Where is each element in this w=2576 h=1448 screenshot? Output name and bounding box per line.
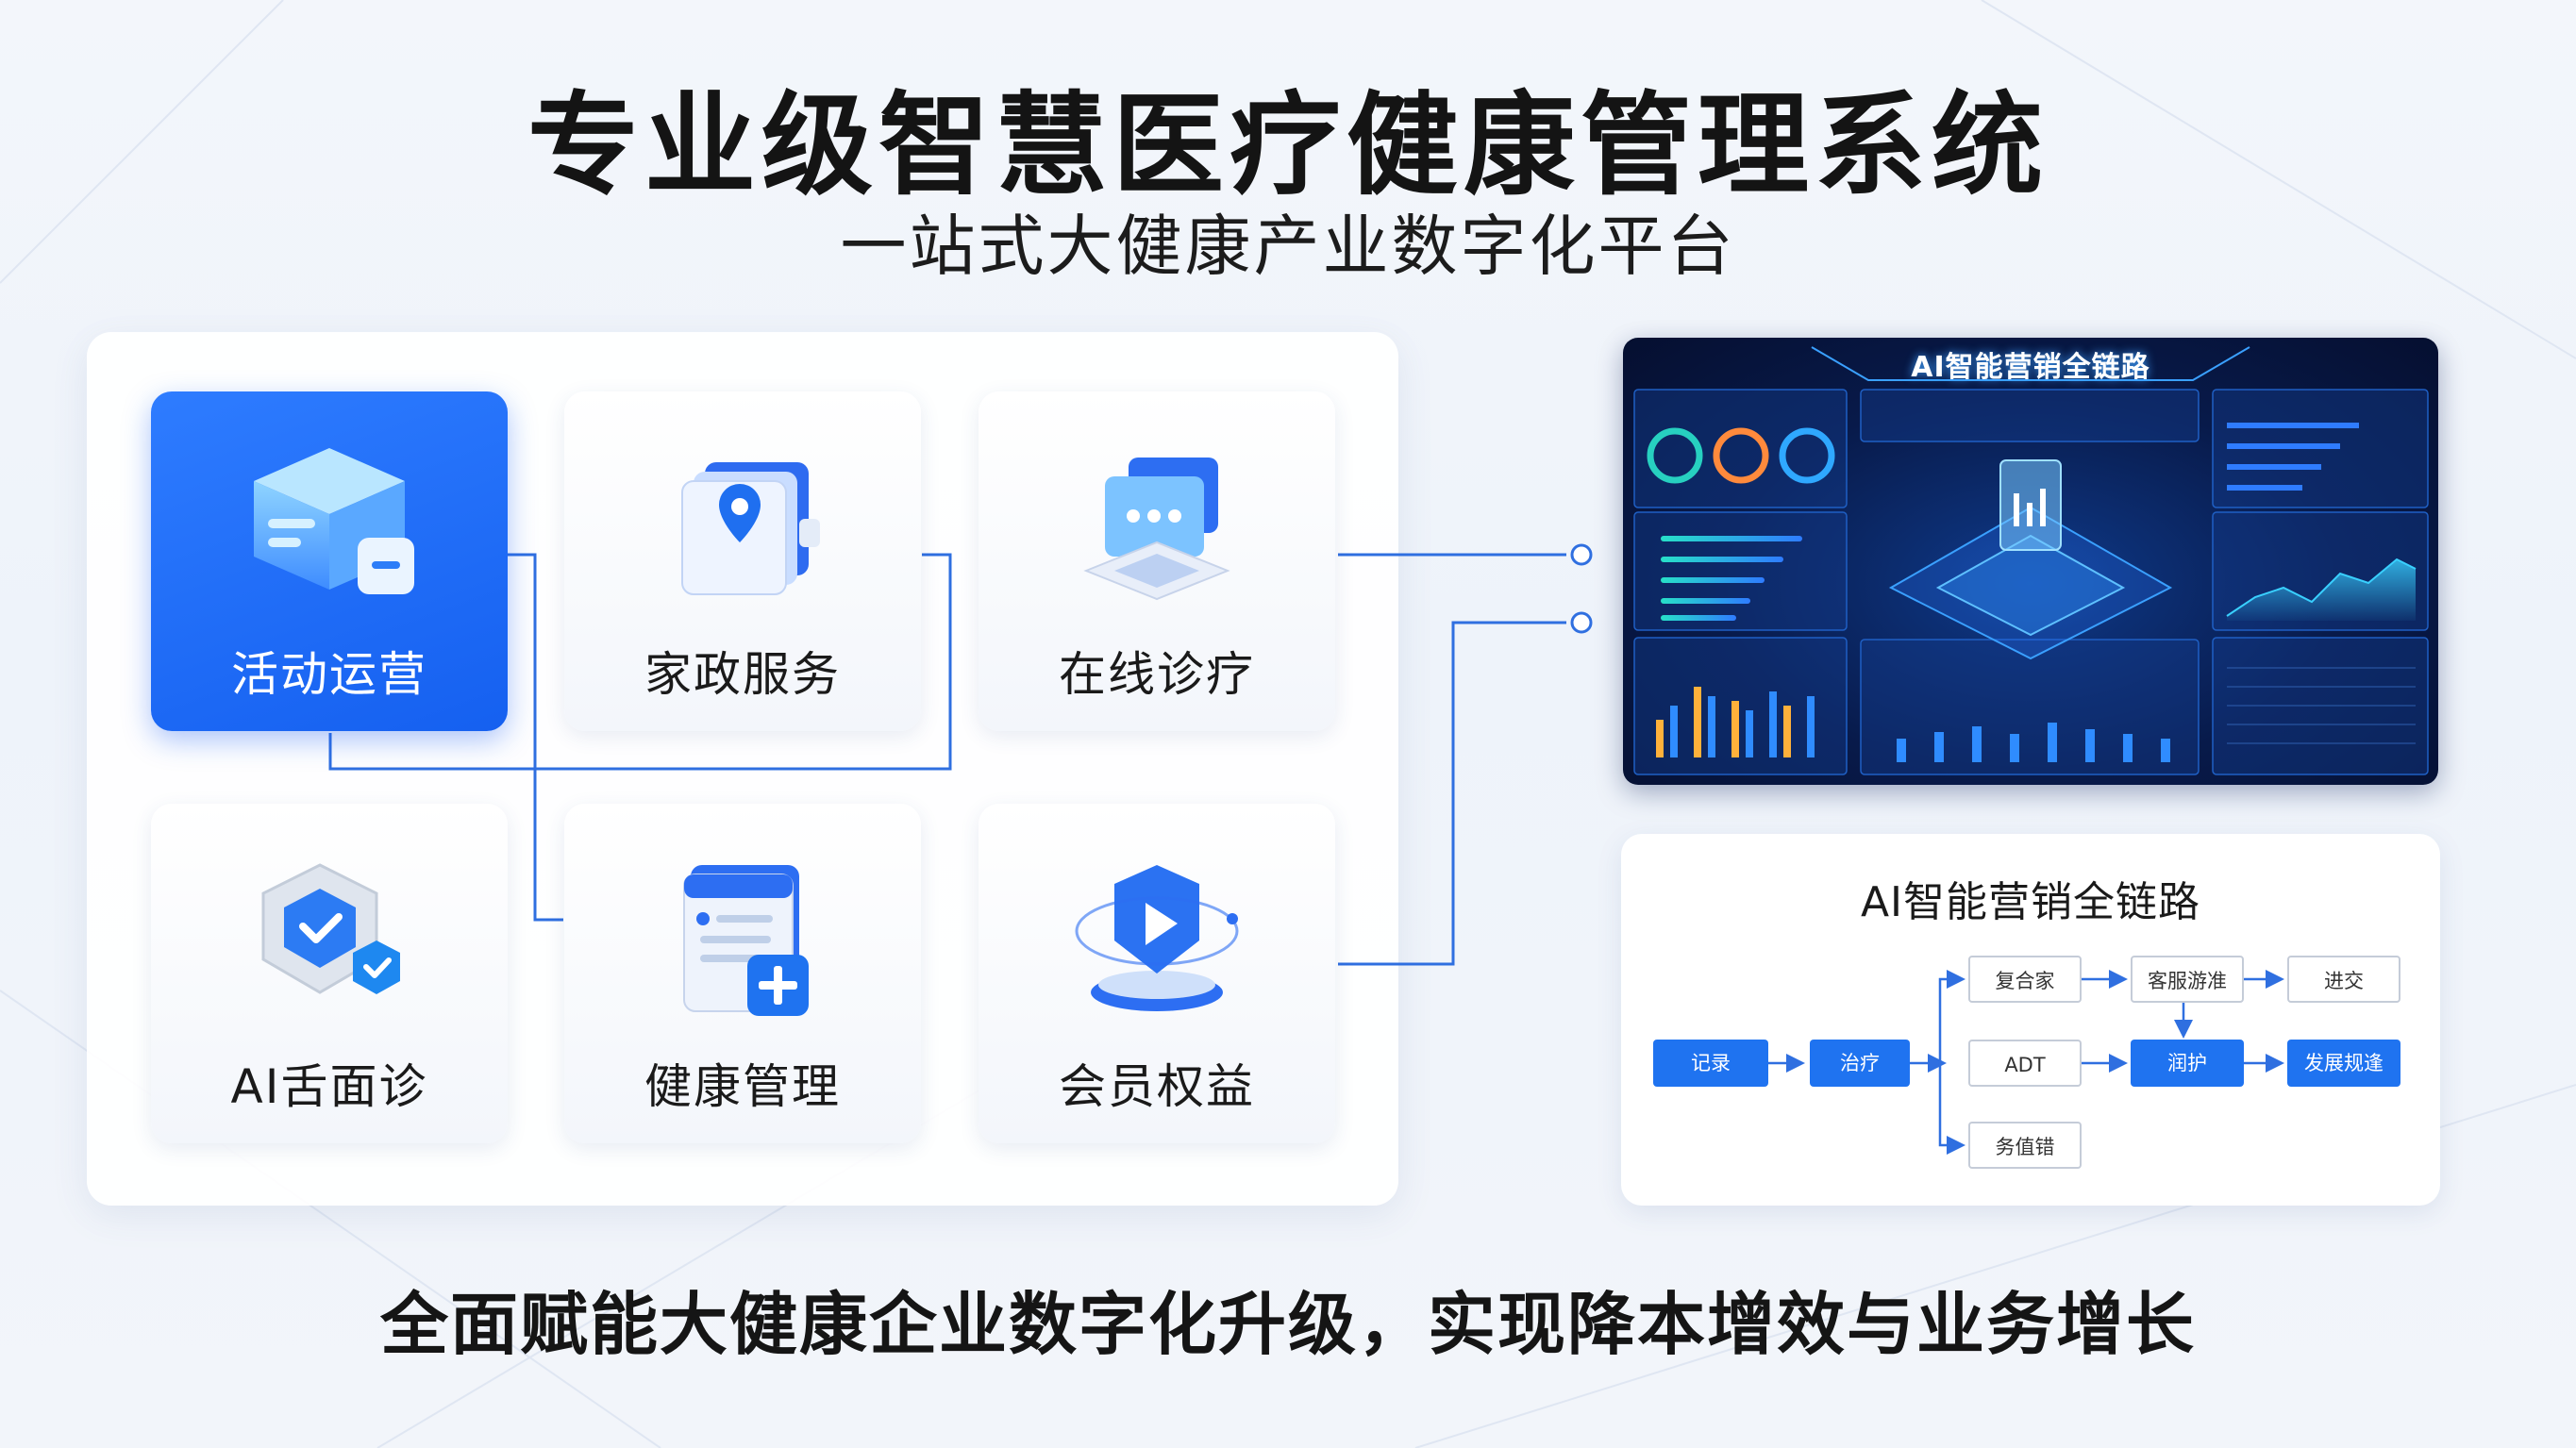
flow-node: 润护 <box>2131 1040 2244 1087</box>
page-title: 专业级智慧医疗健康管理系统 <box>527 80 2049 210</box>
document-plus-icon <box>648 841 837 1030</box>
flow-node: 记录 <box>1653 1040 1768 1087</box>
footer-slogan: 全面赋能大健康企业数字化升级，实现降本增效与业务增长 <box>379 1285 2196 1364</box>
module-label: 家政服务 <box>644 647 841 702</box>
dashboard-graphics <box>1633 346 2429 775</box>
module-card-activity[interactable]: 活动运营 <box>151 391 508 731</box>
module-card-health-management[interactable]: 健康管理 <box>564 804 921 1143</box>
module-card-housekeeping[interactable]: 家政服务 <box>564 391 921 731</box>
module-card-ai-tongue-face[interactable]: AI舌面诊 <box>151 804 508 1143</box>
flow-arrows <box>1768 970 2284 1155</box>
module-label: 活动运营 <box>231 647 427 702</box>
module-label: 健康管理 <box>644 1059 841 1114</box>
flow-title: AI智能营销全链路 <box>1860 878 2201 926</box>
flow-diagram-card: AI智能营销全链路 记录 治疗 ADT 复合家 客服游准 进交 润护 发展规逢 … <box>1621 834 2440 1206</box>
module-label: AI舌面诊 <box>230 1059 428 1114</box>
module-card-membership[interactable]: 会员权益 <box>979 804 1335 1143</box>
location-pin-icon <box>648 429 837 618</box>
flow-node: 务值错 <box>1968 1122 2082 1169</box>
module-label: 在线诊疗 <box>1059 647 1255 702</box>
flow-node: 发展规逢 <box>2287 1040 2400 1087</box>
shield-check-icon <box>235 841 424 1030</box>
box-icon <box>235 429 424 618</box>
laptop-chat-icon <box>1062 429 1251 618</box>
module-label: 会员权益 <box>1059 1059 1255 1114</box>
dashboard-preview: AI智能营销全链路 <box>1623 338 2438 785</box>
play-badge-icon <box>1062 841 1251 1030</box>
flow-node: ADT <box>1968 1040 2082 1087</box>
page-subtitle: 一站式大健康产业数字化平台 <box>840 208 1736 285</box>
flow-node: 进交 <box>2287 956 2400 1003</box>
flow-node: 复合家 <box>1968 956 2082 1003</box>
flow-node: 治疗 <box>1810 1040 1910 1087</box>
dashboard-title: AI智能营销全链路 <box>1911 351 2150 384</box>
flow-node: 客服游准 <box>2131 956 2244 1003</box>
module-card-online-consult[interactable]: 在线诊疗 <box>979 391 1335 731</box>
